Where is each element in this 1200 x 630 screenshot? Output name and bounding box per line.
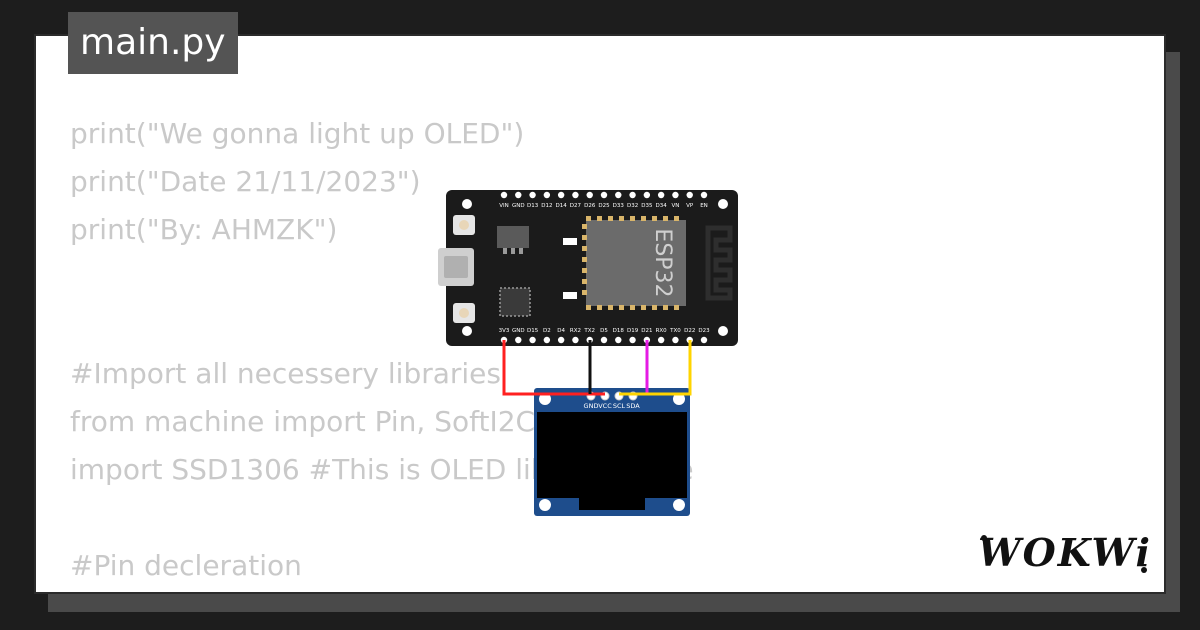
pin-en[interactable] (700, 191, 708, 199)
pin-d4[interactable] (557, 336, 565, 344)
pin-label: D19 (627, 328, 639, 334)
pin-d5[interactable] (600, 336, 608, 344)
pin-label: D25 (598, 203, 610, 209)
code-line: print("By: AHMZK") (70, 213, 338, 246)
pin-label: D34 (656, 203, 668, 209)
oled-pin-label: SCL (613, 402, 626, 410)
pin-label: TX0 (669, 328, 681, 334)
pin-label: D23 (698, 328, 710, 334)
pin-label: D26 (584, 203, 596, 209)
pin-d35[interactable] (643, 191, 651, 199)
pin-d12[interactable] (543, 191, 551, 199)
oled-pin-label: GND (584, 402, 599, 410)
regulator-icon (497, 226, 529, 248)
pin-gnd[interactable] (515, 336, 522, 344)
wokwi-logo-text: WOKWi (978, 530, 1152, 575)
pin-label: D4 (557, 328, 565, 334)
pin-label: EN (700, 203, 708, 209)
wires (502, 340, 692, 396)
serial-chip-icon (499, 287, 531, 317)
pin-label: 3V3 (499, 328, 510, 334)
pin-label: D32 (627, 203, 638, 209)
esp32-module (586, 220, 686, 306)
pin-label: D27 (570, 203, 582, 209)
pin-d15[interactable] (529, 336, 536, 344)
wire-d21-sda (633, 340, 649, 396)
chip-label: ESP32 (650, 228, 675, 297)
pin-tx0[interactable] (672, 336, 679, 344)
pin-label: VIN (499, 203, 509, 209)
pin-label: RX0 (656, 328, 668, 334)
oled-ribbon (579, 498, 645, 510)
pin-label: D33 (613, 203, 625, 209)
wire-3v3-vcc (502, 340, 605, 396)
pin-label: RX2 (570, 328, 581, 334)
mount-hole-icon (673, 499, 685, 511)
pin-d2[interactable] (543, 336, 551, 344)
button-cap-icon (459, 308, 469, 318)
pin-label: GND (512, 203, 525, 209)
file-tab[interactable]: main.py (68, 12, 238, 74)
pin-gnd[interactable] (515, 191, 522, 199)
pin-vin[interactable] (500, 191, 508, 199)
pin-d32[interactable] (629, 191, 636, 199)
button-cap-icon (459, 220, 469, 230)
pin-label: D35 (641, 203, 653, 209)
mount-hole-icon (673, 393, 685, 405)
usb-port-inner (444, 256, 468, 278)
mount-hole-icon (462, 199, 472, 209)
oled-pin-label: VCC (598, 402, 612, 410)
pin-d33[interactable] (615, 191, 622, 199)
pin-d34[interactable] (657, 191, 665, 199)
pin-d18[interactable] (615, 336, 622, 344)
pin-label: D21 (641, 328, 652, 334)
pin-rx0[interactable] (657, 336, 665, 344)
pin-d14[interactable] (557, 191, 565, 199)
mount-hole-icon (539, 393, 551, 405)
mount-hole-icon (539, 499, 551, 511)
pin-label: D12 (541, 203, 552, 209)
pin-label: D13 (527, 203, 539, 209)
pin-d26[interactable] (586, 191, 593, 199)
code-line: print("Date 21/11/2023") (70, 165, 421, 198)
pin-rx2[interactable] (572, 336, 579, 344)
pin-d13[interactable] (529, 191, 536, 199)
pin-label: D22 (684, 328, 695, 334)
pin-label: VN (671, 203, 679, 209)
code-line: #Pin decleration (70, 549, 302, 582)
pin-vp[interactable] (686, 191, 693, 199)
mount-hole-icon (718, 326, 728, 336)
pin-label: VP (686, 203, 694, 209)
pin-label: D15 (527, 328, 539, 334)
mount-hole-icon (462, 326, 472, 336)
pin-d27[interactable] (572, 191, 579, 199)
pin-label: D5 (600, 328, 608, 334)
pin-d25[interactable] (600, 191, 608, 199)
wokwi-logo: WOKWi (978, 530, 1152, 575)
code-line: print("We gonna light up OLED") (70, 117, 525, 150)
pin-d19[interactable] (629, 336, 636, 344)
oled-pin-label: SDA (626, 402, 640, 410)
pin-d23[interactable] (700, 336, 708, 344)
code-line: #Import all necessery libraries (70, 357, 501, 390)
code-block: print("We gonna light up OLED") print("Da… (70, 110, 694, 592)
module-pads (582, 216, 679, 310)
pin-label: D18 (613, 328, 625, 334)
antenna-icon (705, 225, 733, 301)
pin-vn[interactable] (672, 191, 679, 199)
pin-label: TX2 (583, 328, 595, 334)
pin-label: GND (512, 328, 525, 334)
oled-screen (537, 412, 687, 498)
led-icon (563, 238, 577, 245)
code-line: from machine import Pin, SoftI2C (70, 405, 536, 438)
wire-d22-scl (619, 340, 692, 396)
mount-hole-icon (718, 199, 728, 209)
pin-label: D14 (556, 203, 568, 209)
led-icon (563, 292, 577, 299)
pin-label: D2 (543, 328, 551, 334)
